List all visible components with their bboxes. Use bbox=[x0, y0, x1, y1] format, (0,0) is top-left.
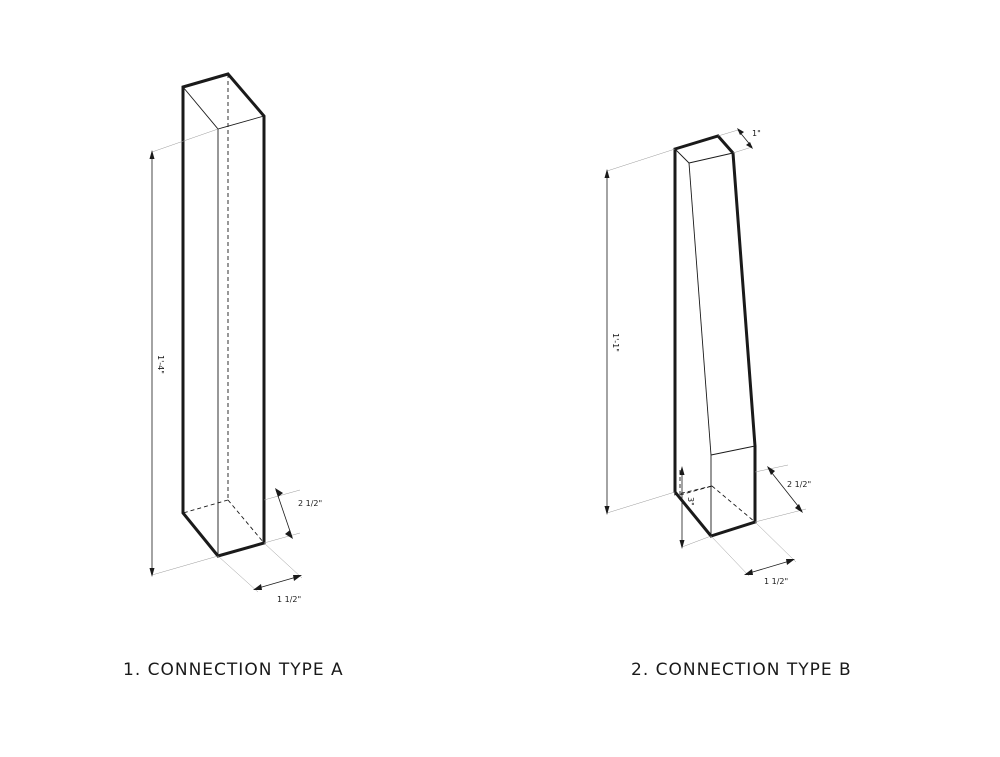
type-b-base-height-dimension: 3" bbox=[679, 466, 712, 549]
type-a-depth-dimension: 2 1/2" bbox=[263, 488, 322, 544]
type-b-hidden-edges bbox=[673, 470, 756, 523]
type-b-base-height-label: 3" bbox=[686, 497, 695, 506]
connection-type-a: 1'-4" 2 1/2" 1 1/2" 1. CONNECTION TYPE A bbox=[123, 72, 344, 680]
type-b-visible-edges bbox=[674, 148, 756, 536]
type-a-width-label: 1 1/2" bbox=[277, 595, 301, 604]
connection-type-b: 1" 1'-1" 3" 2 1/2" bbox=[604, 128, 852, 680]
type-b-caption: 2. CONNECTION TYPE B bbox=[631, 660, 852, 680]
type-b-height-dimension: 1'-1" bbox=[604, 148, 676, 515]
type-a-visible-edges bbox=[182, 86, 265, 556]
type-b-depth-dimension: 2 1/2" bbox=[754, 464, 811, 523]
type-a-width-dimension: 1 1/2" bbox=[217, 542, 303, 604]
type-a-depth-label: 2 1/2" bbox=[298, 499, 322, 508]
type-a-hidden-edges bbox=[182, 74, 265, 544]
type-b-width-dimension: 1 1/2" bbox=[710, 521, 797, 586]
type-b-width-label: 1 1/2" bbox=[764, 577, 788, 586]
type-b-top-offset-dimension: 1" bbox=[717, 128, 761, 154]
type-b-depth-label: 2 1/2" bbox=[787, 480, 811, 489]
type-a-silhouette bbox=[181, 72, 266, 558]
type-b-silhouette bbox=[673, 134, 757, 538]
type-b-height-label: 1'-1" bbox=[611, 333, 620, 352]
type-a-height-dimension: 1'-4" bbox=[149, 128, 219, 577]
type-b-top-offset-label: 1" bbox=[752, 129, 761, 138]
type-a-height-label: 1'-4" bbox=[156, 355, 165, 374]
type-a-caption: 1. CONNECTION TYPE A bbox=[123, 660, 344, 680]
